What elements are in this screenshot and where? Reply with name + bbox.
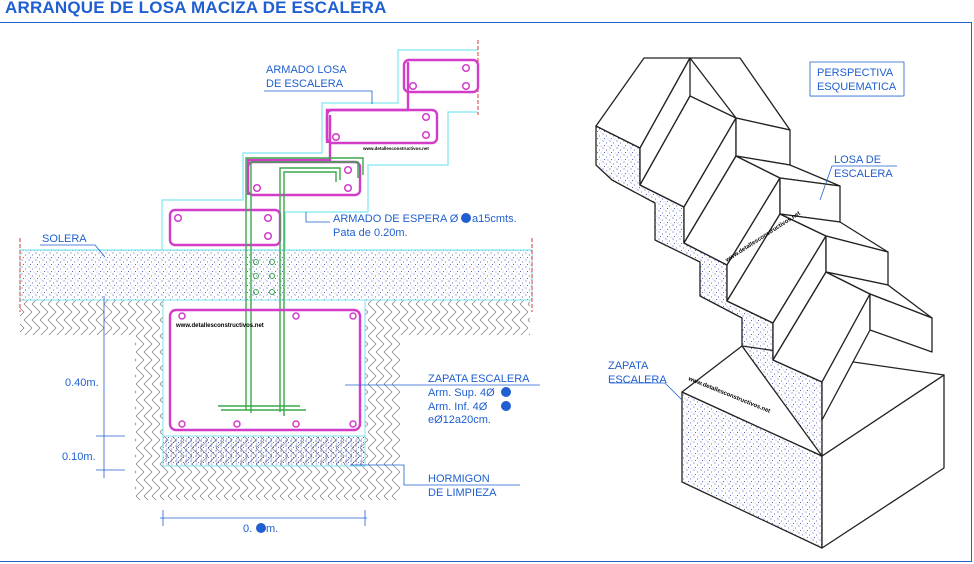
drawing-frame: [0, 22, 972, 562]
dim-label-width-1: 0.: [243, 523, 252, 535]
armado-espera-bars: [218, 157, 364, 416]
label-zapata-4: eØ12a20cm.: [428, 414, 491, 426]
dimension-lines: [96, 296, 367, 526]
diameter-badge-sup: [501, 387, 511, 397]
footing-rebar: [168, 308, 362, 432]
label-losa-1: LOSA DE: [834, 154, 881, 166]
perspective-label-box: [809, 61, 905, 97]
diameter-badge-width: [256, 523, 266, 533]
label-losa-2: ESCALERA: [834, 168, 893, 180]
solera-slab: [19, 249, 533, 301]
section-view: www.detallesconstructivos.net www.detall…: [19, 40, 902, 535]
diameter-badge-inf: [501, 401, 511, 411]
stair-steps: [595, 57, 871, 421]
perspective-label-2: ESQUEMATICA: [817, 81, 897, 93]
label-armado-espera-3: Pata de 0.20m.: [333, 227, 408, 239]
label-solera: SOLERA: [42, 233, 87, 245]
label-zapata-p-2: ESCALERA: [608, 374, 667, 386]
hormigon-limpieza: [162, 435, 366, 467]
dim-label-width-2: m.: [266, 523, 278, 535]
perspective-view: www.detallesconstructivos.net www.detall…: [595, 57, 945, 549]
rebar-dots: [173, 63, 471, 241]
dim-label-040: 0.40m.: [65, 377, 99, 389]
label-armado-losa-2: DE ESCALERA: [266, 78, 344, 90]
perspective-label-1: PERSPECTIVA: [817, 67, 894, 79]
label-zapata-1: ZAPATA ESCALERA: [428, 373, 530, 385]
stair-slab-outline: [161, 49, 478, 250]
watermark-stair: www.detallesconstructivos.net: [362, 146, 429, 151]
footing-rebar-dots: [178, 312, 357, 428]
label-hormigon-2: DE LIMPIEZA: [428, 487, 497, 499]
drawing-title: ARRANQUE DE LOSA MACIZA DE ESCALERA: [5, 0, 387, 17]
diameter-badge-espera: [461, 213, 471, 223]
label-armado-espera-2: a15cmts.: [472, 213, 517, 225]
label-armado-losa-1: ARMADO LOSA: [266, 64, 347, 76]
label-zapata-3: Arm. Inf. 4Ø: [428, 401, 488, 413]
label-armado-espera-1: ARMADO DE ESPERA Ø: [333, 213, 459, 225]
label-zapata-2: Arm. Sup. 4Ø: [428, 387, 495, 399]
stair-step-edges: [689, 57, 933, 353]
zapata-footing: [162, 299, 366, 437]
label-hormigon-1: HORMIGON: [428, 473, 490, 485]
dim-label-010: 0.10m.: [62, 451, 96, 463]
watermark-footing: www.detallesconstructivos.net: [175, 323, 264, 329]
starter-ties: [253, 259, 275, 295]
label-zapata-p-1: ZAPATA: [608, 360, 649, 372]
